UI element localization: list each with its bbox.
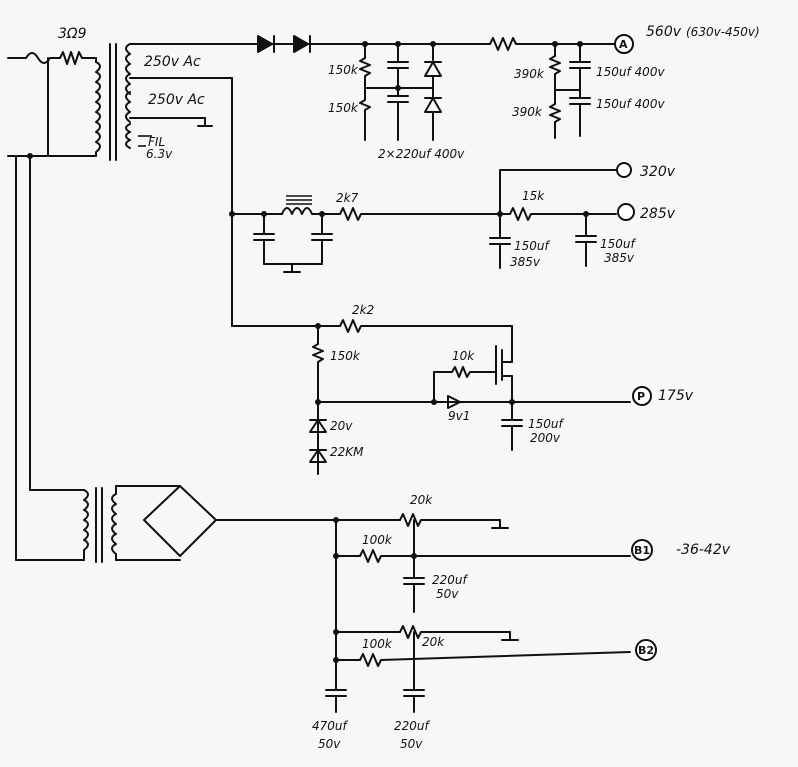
zener-9v1-label: 9v1 xyxy=(448,409,470,423)
bias-cb2-voltage: 50v xyxy=(400,737,423,751)
mains-input: 3Ω9 xyxy=(7,26,97,561)
hv-r2-label: 150k xyxy=(328,101,359,115)
mid-c2-voltage: 385v xyxy=(604,251,635,265)
pot2-label: 20k xyxy=(422,635,445,649)
hv-caps-label: 2×220uf 400v xyxy=(378,147,465,161)
sec1-label: 250v Ac xyxy=(144,54,201,70)
node-a-label: A xyxy=(619,38,628,51)
node-b1 xyxy=(631,539,653,561)
filament-label: FIL xyxy=(148,135,165,149)
bias-r2-label: 100k xyxy=(362,637,393,651)
sec2-label: 250v Ac xyxy=(148,92,205,108)
main-transformer: 250v Ac 250v Ac FIL 6.3v xyxy=(95,43,257,161)
bias-voltage-1: -36-42v xyxy=(676,542,731,558)
bias-r1-label: 100k xyxy=(362,533,393,547)
zener-22km-label: 22KM xyxy=(330,445,364,459)
hv-c2-label: 150uf 400v xyxy=(596,97,665,111)
node-p-label: P xyxy=(637,390,645,403)
reg-cap-voltage: 200v xyxy=(530,431,561,445)
node-320v xyxy=(616,162,632,178)
hv-rectifier-section: 150k 150k 2×220uf 400v 390k 390k xyxy=(255,24,760,161)
filament-voltage: 6.3v xyxy=(146,147,173,161)
node-p xyxy=(632,386,652,406)
v320-label: 320v xyxy=(640,164,676,180)
reg-cap-label: 150uf xyxy=(528,417,565,431)
hv-voltage: 560v xyxy=(646,24,682,40)
choke-resistor-label: 2k7 xyxy=(336,191,359,205)
node-a xyxy=(614,34,634,54)
node-b2 xyxy=(635,639,657,661)
hv-r1-label: 150k xyxy=(328,63,359,77)
hv-r4-label: 390k xyxy=(512,105,543,119)
node-b2-label: B2 xyxy=(638,644,654,657)
mid-c1-voltage: 385v xyxy=(510,255,541,269)
r2k2-label: 2k2 xyxy=(352,303,374,317)
bias-section: 20k 100k 220uf 50v B1 -36-42v 20k 100k B… xyxy=(83,485,731,751)
bias-cb2-label: 220uf xyxy=(394,719,431,733)
zener-20v-label: 20v xyxy=(330,419,353,433)
r150k-label: 150k xyxy=(330,349,361,363)
node-b1-label: B1 xyxy=(634,544,650,557)
fuse-resistor-label: 3Ω9 xyxy=(58,26,87,42)
mid-c2-label: 150uf xyxy=(600,237,637,251)
mid-c1-label: 150uf xyxy=(514,239,551,253)
bias-c1-label: 220uf xyxy=(432,573,469,587)
r15k-label: 15k xyxy=(522,189,545,203)
bias-cmain-voltage: 50v xyxy=(318,737,341,751)
r10k-label: 10k xyxy=(452,349,475,363)
hv-r3-label: 390k xyxy=(514,67,545,81)
bias-c1-voltage: 50v xyxy=(436,587,459,601)
mid-voltage-section: 2k7 320v 15k 285v 150uf 385v xyxy=(229,77,676,327)
hv-c1-label: 150uf 400v xyxy=(596,65,665,79)
regulator-section: 2k2 150k 10k 9v1 20v 22KM xyxy=(231,303,694,475)
bias-cmain-label: 470uf xyxy=(312,719,349,733)
pot1-label: 20k xyxy=(410,493,433,507)
node-285v xyxy=(617,203,635,221)
v285-label: 285v xyxy=(640,206,676,222)
reg-voltage: 175v xyxy=(658,388,694,404)
hv-voltage-range: (630v-450v) xyxy=(686,25,760,39)
